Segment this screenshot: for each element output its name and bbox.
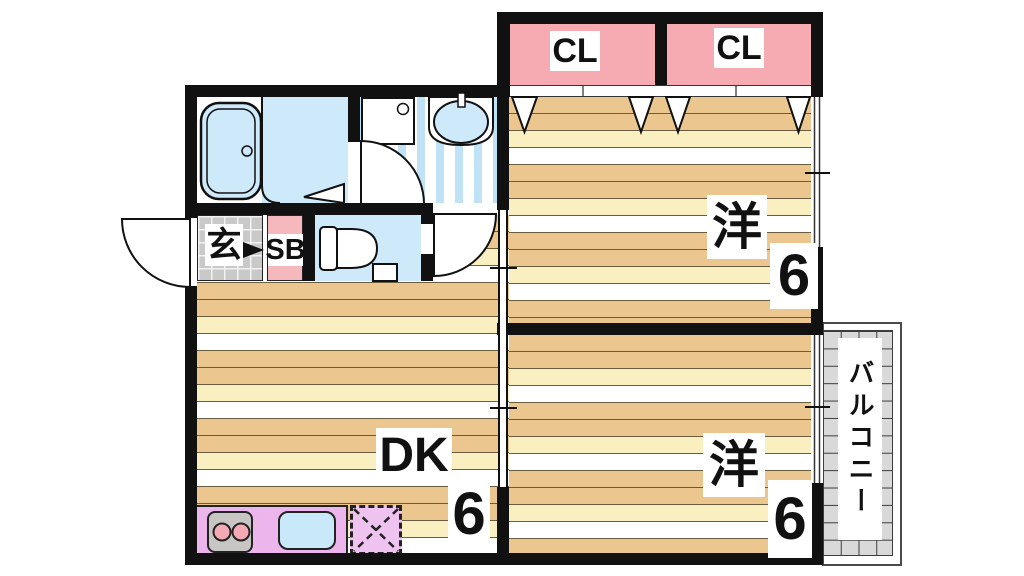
dining-kitchen-size: 6 [448,477,490,551]
closet-door-icon [627,96,655,136]
wall-closet-divider [655,24,667,85]
shoe-box-label: SB [265,233,306,266]
bedroom-upper-label: 洋 [707,195,767,259]
entrance-door-swing-icon [120,218,191,289]
entrance-label: 玄 [205,224,243,266]
washbasin-faucet-icon [457,92,466,108]
wall-shoebox-toilet [303,215,315,281]
wall-bath-entrance-divider [185,203,433,215]
wall-between-bedrooms [497,323,823,335]
washing-machine-knob [396,102,410,116]
wall-bath-washroom-divider [348,97,360,142]
toilet-icon [336,228,379,269]
toilet-door-gap [421,224,433,254]
wall-left-upper [185,85,197,218]
stove-burner-icon [231,522,251,542]
wall-washroom-right [497,85,509,210]
wall-bottom [185,553,823,565]
wall-top-right-block [497,12,823,24]
bedroom-upper-size: 6 [770,243,818,309]
bath-folding-door-icon [303,182,345,205]
toilet-step-box [372,263,398,282]
closet-door-icon [510,96,539,135]
wall-closet-right [811,12,823,97]
bathroom-wet-floor [262,97,348,203]
toilet-tank [319,226,338,271]
wall-closet-left [497,12,510,97]
closet-door-icon [785,96,812,136]
dining-kitchen-label: DK [376,428,452,484]
washroom-door-swing-icon [433,213,498,278]
wall-top-left-block [185,85,510,97]
wall-partition-lower [497,487,509,553]
bathroom-door-swing-icon [360,139,426,205]
kitchen-sink-icon [278,511,336,550]
closet-right-label: CL [714,28,764,68]
closet-door-icon [664,96,692,136]
bedroom-lower-label: 洋 [703,433,765,497]
bathtub-drain-icon [241,145,253,157]
wall-left-lower [185,286,197,565]
bedroom-lower-size: 6 [768,480,812,558]
sliding-door-icon [498,210,508,487]
stove-burner-icon [212,522,232,542]
wall-right-lower [811,483,823,565]
bathroom-divider-line [261,97,281,204]
closet-left-label: CL [550,31,600,71]
refrigerator-x-mark [353,508,399,552]
entrance-arrow-icon [243,242,264,258]
bathtub-inner-rim [206,108,256,194]
balcony-label: バルコニー [838,338,882,540]
